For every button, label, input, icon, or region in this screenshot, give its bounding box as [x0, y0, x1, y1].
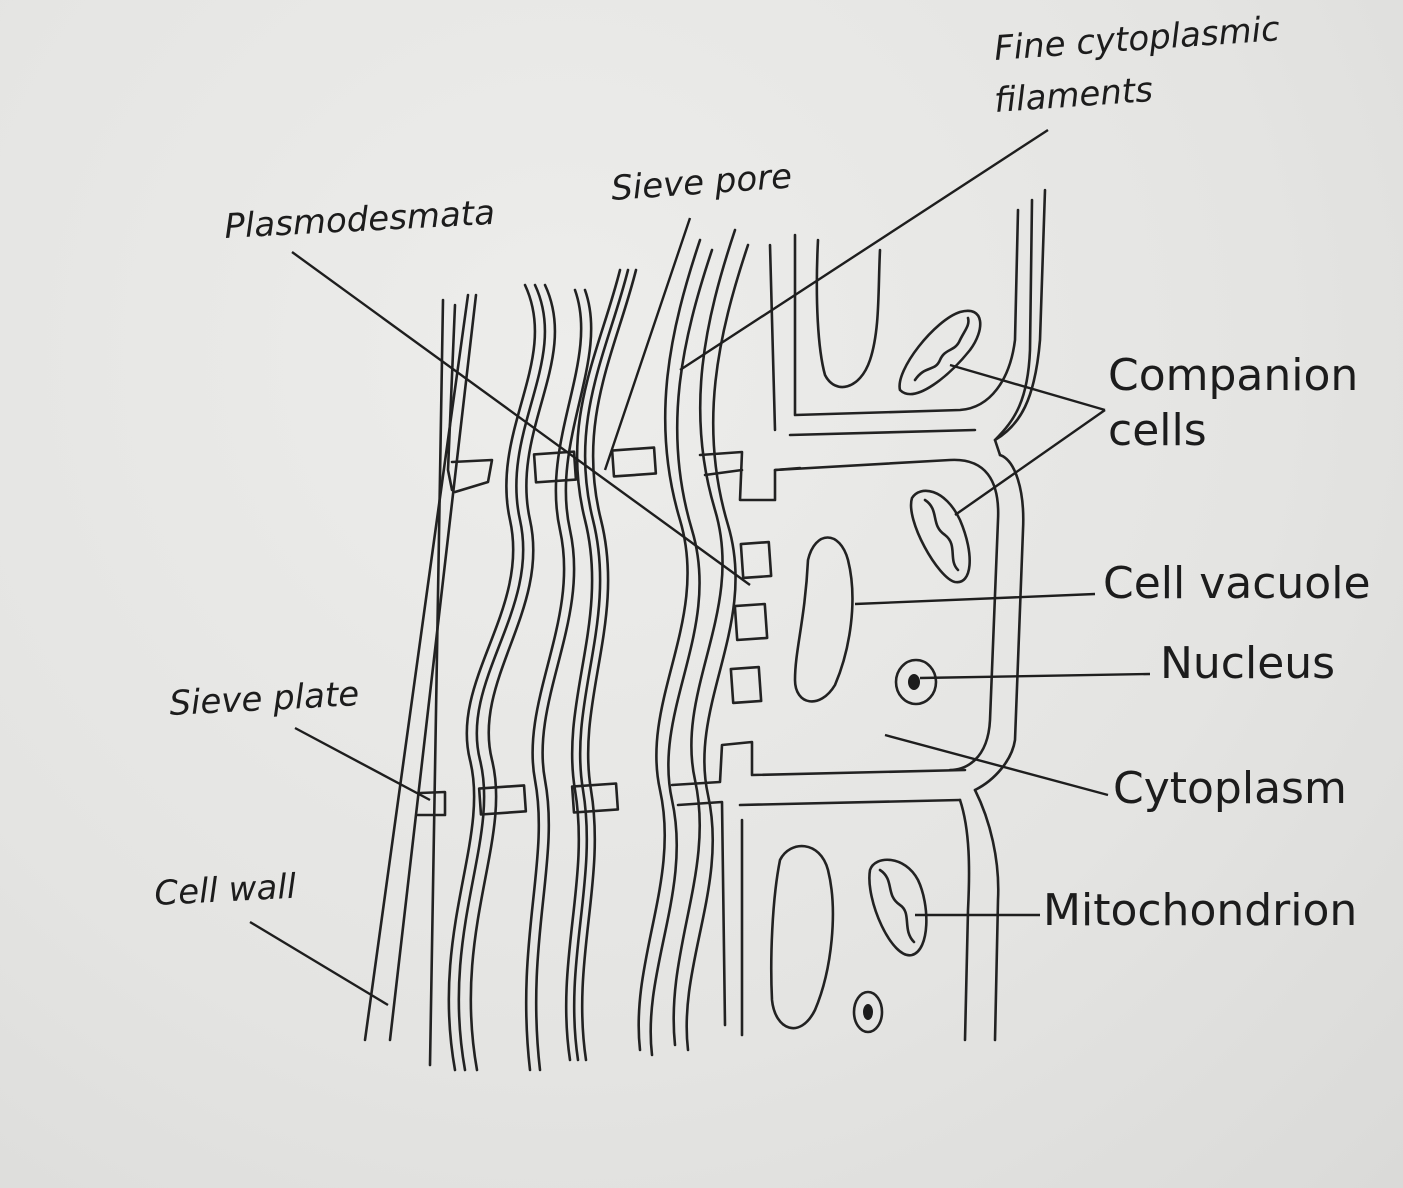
cell-vacuoles: [769, 536, 854, 1030]
mitochondria: [868, 309, 982, 957]
label-fine-filaments-line1: Fine cytoplasmic: [993, 9, 1281, 69]
label-plasmodesmata: Plasmodesmata: [223, 193, 495, 247]
cytoplasmic-filaments: [447, 228, 750, 1072]
label-cell-vacuole: Cell vacuole: [1103, 558, 1371, 609]
label-cytoplasm: Cytoplasm: [1113, 763, 1347, 814]
plasmodesmata-boxes: [729, 540, 773, 705]
cell-wall-lines: [363, 293, 478, 1067]
label-sieve-plate: Sieve plate: [168, 674, 360, 724]
label-mitochondrion: Mitochondrion: [1043, 885, 1357, 936]
label-nucleus: Nucleus: [1160, 638, 1335, 689]
leader-lines: [249, 128, 1151, 1007]
companion-cell-structure: [740, 188, 1047, 1042]
label-cell-wall: Cell wall: [153, 867, 297, 914]
label-sieve-pore: Sieve pore: [610, 156, 793, 209]
label-fine-filaments-line2: filaments: [993, 70, 1154, 121]
sieve-plate-upper: [450, 446, 802, 502]
label-companion-cells-line2: cells: [1108, 405, 1207, 456]
label-companion-cells-line1: Companion: [1108, 350, 1358, 401]
sieve-plate-lower: [416, 740, 967, 1027]
nuclei: [852, 658, 938, 1034]
